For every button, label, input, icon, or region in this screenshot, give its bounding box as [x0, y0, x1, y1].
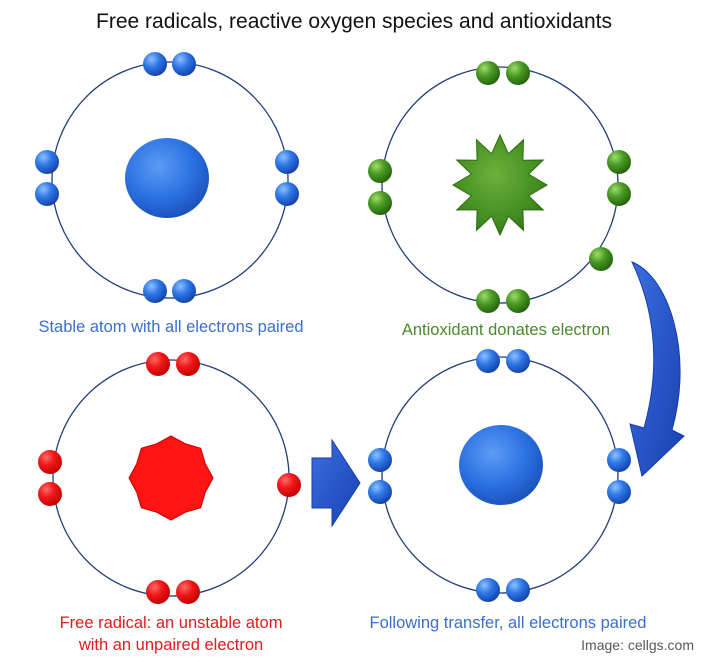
stable-atom	[35, 52, 299, 303]
orbit-ring	[51, 61, 289, 299]
unpaired-electron	[277, 473, 301, 497]
electron	[368, 191, 392, 215]
electron	[476, 61, 500, 85]
antioxidant-atom	[368, 61, 631, 313]
electron-pair	[607, 150, 631, 206]
transfer-atom	[368, 349, 631, 602]
free-radical-atom	[38, 352, 301, 604]
electron	[38, 482, 62, 506]
electron-pair	[607, 448, 631, 504]
caption-free-radical-line1: Free radical: an unstable atom	[59, 614, 283, 632]
electron	[476, 578, 500, 602]
electron	[143, 52, 167, 76]
electron	[146, 352, 170, 376]
electron	[143, 279, 167, 303]
electron	[172, 279, 196, 303]
caption-free-radical-line2: with an unpaired electron	[78, 636, 264, 654]
electron-pair	[38, 450, 62, 506]
image-credit: Image: cellgs.com	[581, 637, 694, 653]
electron-pair	[146, 352, 200, 376]
electron	[506, 578, 530, 602]
electron-pair	[476, 61, 530, 85]
electron	[38, 450, 62, 474]
diagram-title: Free radicals, reactive oxygen species a…	[96, 10, 612, 33]
nucleus-sphere	[125, 138, 209, 218]
electron	[607, 182, 631, 206]
electron	[176, 580, 200, 604]
electron	[368, 480, 392, 504]
electron	[607, 150, 631, 174]
electron	[35, 150, 59, 174]
electron	[607, 480, 631, 504]
electron-pair	[476, 349, 530, 373]
electron	[506, 349, 530, 373]
caption-free-radical: Free radical: an unstable atom with an u…	[10, 612, 332, 656]
curved-arrow-icon	[629, 261, 685, 477]
electron	[35, 182, 59, 206]
electron-pair	[476, 289, 530, 313]
orbit-ring	[381, 356, 619, 594]
electron	[146, 580, 170, 604]
electron	[476, 349, 500, 373]
electron-pair	[35, 150, 59, 206]
donated-electron	[589, 247, 613, 271]
electron-pair	[275, 150, 299, 206]
caption-stable-atom: Stable atom with all electrons paired	[38, 318, 304, 336]
electron-pair	[368, 448, 392, 504]
electron-pair	[146, 580, 200, 604]
electron	[368, 159, 392, 183]
electron	[368, 448, 392, 472]
electron-pair	[143, 52, 196, 76]
electron	[172, 52, 196, 76]
electron	[176, 352, 200, 376]
electron	[476, 289, 500, 313]
nucleus-star-8	[128, 435, 214, 521]
electron	[506, 61, 530, 85]
right-arrow-icon	[311, 438, 361, 528]
electron	[607, 448, 631, 472]
electron	[275, 150, 299, 174]
caption-transfer: Following transfer, all electrons paired	[369, 614, 647, 632]
caption-antioxidant: Antioxidant donates electron	[401, 321, 611, 339]
electron	[506, 289, 530, 313]
electron-pair	[143, 279, 196, 303]
nucleus-sphere	[459, 425, 543, 505]
electron-pair	[476, 578, 530, 602]
electron	[275, 182, 299, 206]
electron-pair	[368, 159, 392, 215]
nucleus-star-12	[452, 133, 548, 237]
